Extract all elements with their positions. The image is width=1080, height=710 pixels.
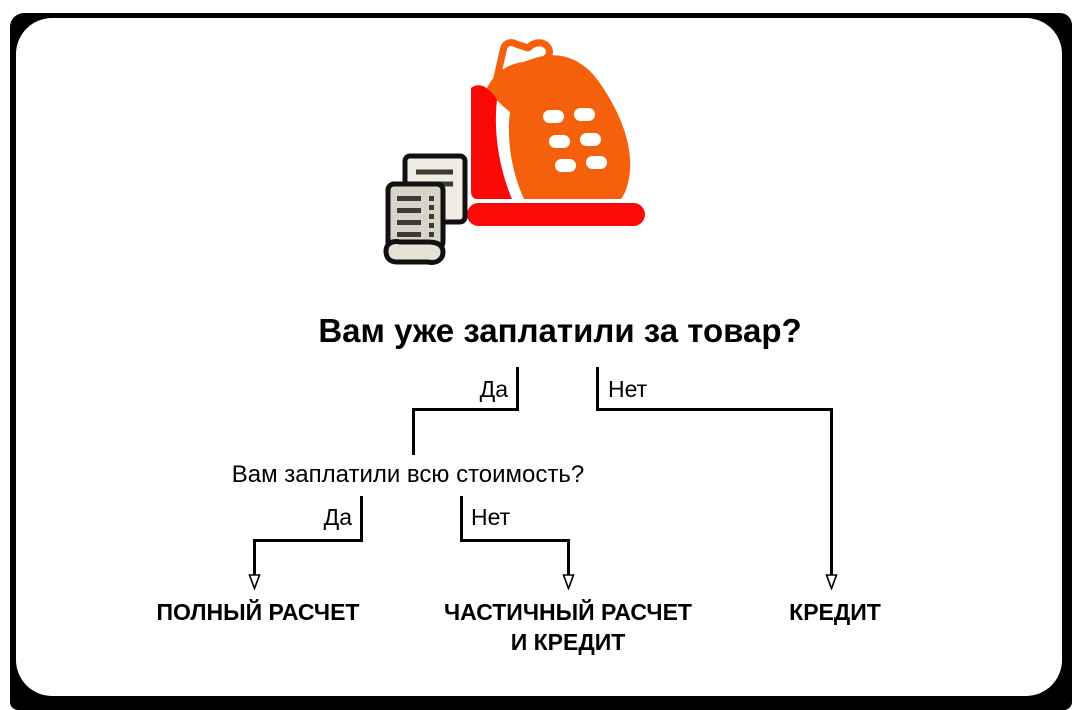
edge-yes2-drop [360, 496, 363, 542]
arrow-down-icon [825, 574, 838, 590]
edge-yes1-horizontal [412, 408, 519, 411]
receipt-front [383, 181, 446, 265]
edge-yes2-horizontal [253, 539, 363, 542]
edge-yes1-drop [516, 367, 519, 411]
root-question: Вам уже заплатили за товар? [318, 312, 802, 349]
arrow-down-icon [562, 574, 575, 590]
outcome-partial-payment-line1: ЧАСТИЧНЫЙ РАСЧЕТ [444, 599, 692, 625]
edge-no2-drop [460, 496, 463, 542]
arrow-down-icon [248, 574, 261, 590]
label-yes-1: Да [479, 376, 508, 402]
register-front-panel [471, 85, 512, 199]
register-keypad [543, 108, 607, 172]
register-body [487, 55, 631, 199]
label-yes-2: Да [323, 504, 352, 530]
outcome-credit: КРЕДИТ [789, 599, 881, 625]
outcome-partial-payment: ЧАСТИЧНЫЙ РАСЧЕТ И КРЕДИТ [418, 597, 718, 657]
outcome-full-payment: ПОЛНЫЙ РАСЧЕТ [156, 599, 360, 625]
edge-no2-horizontal [460, 539, 570, 542]
label-no-1: Нет [608, 376, 648, 402]
edge-no1-drop [596, 367, 599, 411]
outcome-partial-payment-line2: И КРЕДИТ [510, 629, 626, 655]
label-no-2: Нет [471, 504, 511, 530]
register-base [467, 203, 645, 226]
edge-yes1-stem [412, 408, 415, 455]
edge-yes2-stem [253, 539, 256, 576]
edge-no1-horizontal [596, 408, 833, 411]
second-question: Вам заплатили всю стоимость? [231, 461, 585, 488]
edge-no2-stem [567, 539, 570, 576]
edge-no1-stem [830, 408, 833, 576]
cash-register-receipt-icon [383, 39, 645, 265]
